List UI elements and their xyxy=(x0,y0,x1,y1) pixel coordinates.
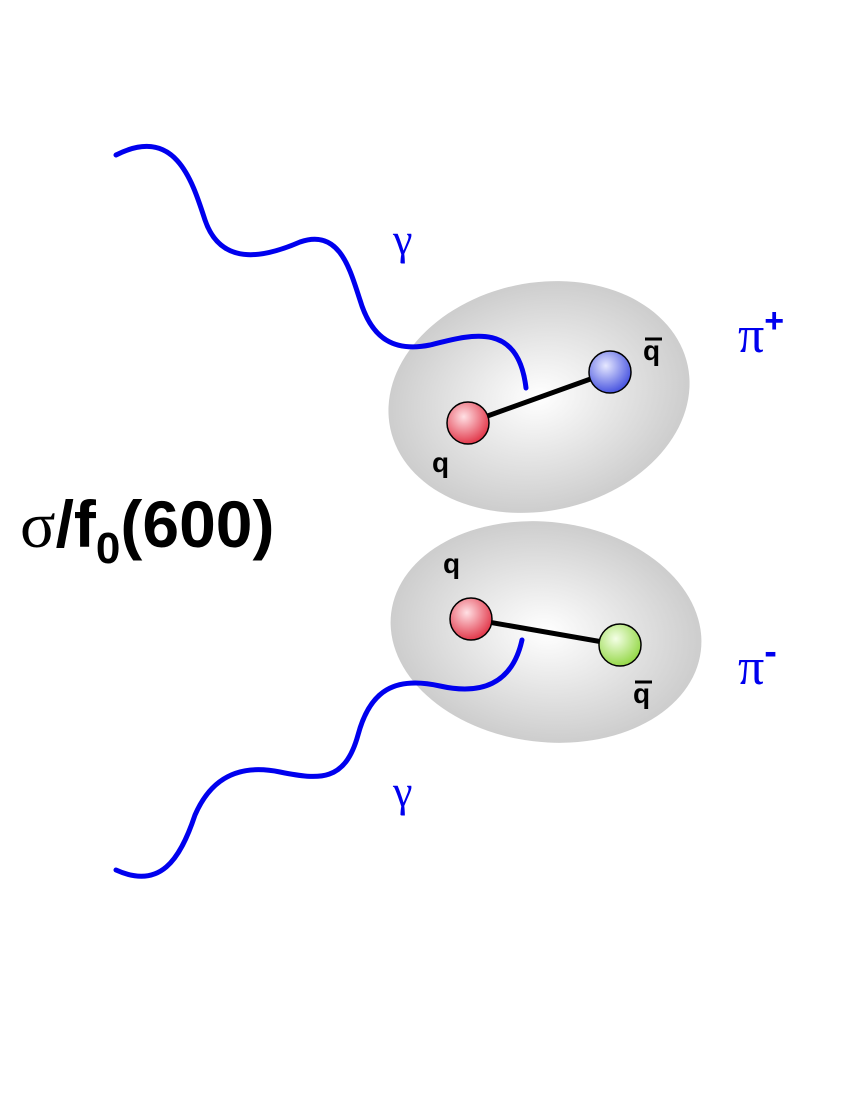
pi-plus-symbol: π xyxy=(738,307,764,364)
pi-minus-bond xyxy=(470,616,621,648)
pi-minus-antiquark-label: q xyxy=(633,678,650,709)
photon-line-lower xyxy=(113,637,525,879)
pi-plus-antiquark xyxy=(588,350,632,394)
pi-minus-quark xyxy=(449,597,493,641)
pi-minus-charge: - xyxy=(764,631,777,673)
pi-minus-meson: q q xyxy=(390,521,702,743)
pi-plus-charge: + xyxy=(764,302,784,340)
title-sigma: σ xyxy=(20,489,56,562)
pi-minus-antiquark xyxy=(598,623,642,667)
gamma-label-upper: γ xyxy=(392,215,412,264)
pi-plus-quark-label: q xyxy=(432,447,449,478)
pi-plus-bond xyxy=(467,369,611,426)
title-mass: (600) xyxy=(120,487,274,561)
pi-plus-label: π+ xyxy=(738,302,784,364)
title-subscript: 0 xyxy=(96,524,120,573)
pi-minus-quark-label: q xyxy=(443,548,460,579)
resonance-title: σ/f0(600) xyxy=(20,487,274,573)
title-slash-f: /f xyxy=(56,487,97,561)
photon-line-upper xyxy=(113,144,529,391)
pi-plus-meson: q q xyxy=(388,281,690,513)
gamma-label-lower: γ xyxy=(392,767,412,816)
pi-plus-antiquark-label: q xyxy=(643,335,660,366)
pi-minus-symbol: π xyxy=(738,639,764,696)
pi-plus-quark xyxy=(446,401,490,445)
pi-minus-label: π- xyxy=(738,631,777,696)
